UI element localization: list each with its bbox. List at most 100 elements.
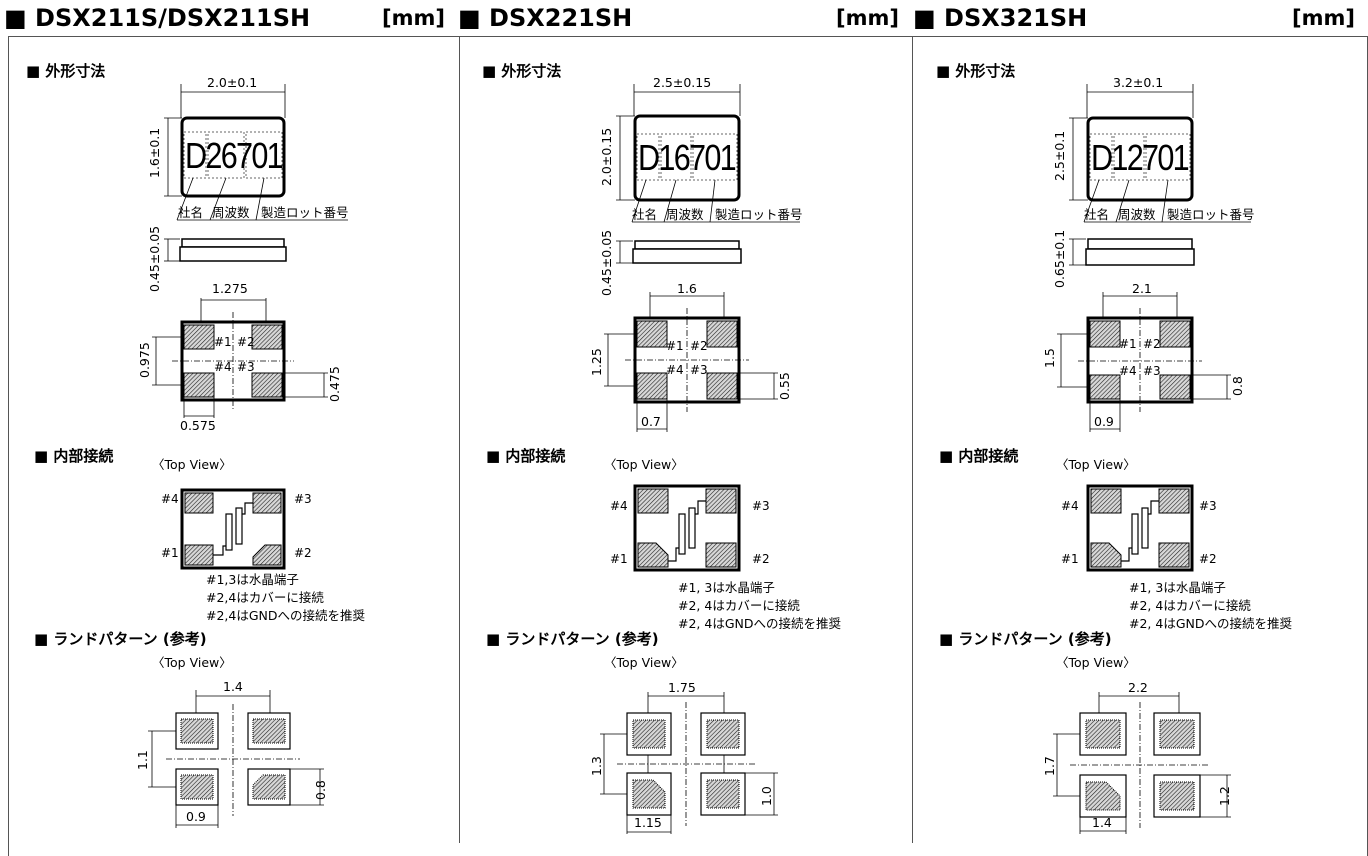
land-dim-width: 0.9 (186, 809, 206, 824)
column-divider (912, 36, 913, 843)
note-gnd: #2, 4はGNDへの接続を推奨 (678, 616, 841, 631)
pin-label-2: #2 (294, 546, 312, 560)
dim-pad-height: 0.475 (327, 366, 342, 402)
callout-lot-number: 製造ロット番号 (715, 207, 803, 222)
pin-label-3: #3 (237, 360, 255, 374)
pin-label-3: #3 (294, 492, 312, 506)
land-dim-height: 0.8 (313, 780, 328, 800)
callout-frequency: 周波数 (212, 205, 250, 220)
dim-pad-width: 0.9 (1094, 414, 1114, 429)
section-land-pattern: ■ ランドパターン (参考) (486, 630, 659, 648)
dim-thickness: 0.65±0.1 (1052, 229, 1067, 288)
marking-text: D26701 (185, 135, 284, 176)
section-land-pattern: ■ ランドパターン (参考) (939, 630, 1112, 648)
land-dim-x: 1.75 (668, 680, 696, 695)
dim-pad-width: 0.7 (641, 414, 661, 429)
product-column-dsx221sh: ■ 外形寸法 2.5±0.15 2.0±0.15 D16701 社名 周波数 製… (460, 36, 912, 843)
marking-text: D16701 (638, 137, 737, 178)
callout-lot-number: 製造ロット番号 (261, 205, 349, 220)
note-crystal: #1, 3は水晶端子 (1129, 580, 1226, 595)
land-dim-x: 2.2 (1128, 680, 1148, 695)
pin-label-2: #2 (1143, 337, 1161, 351)
product-title-2: ■ DSX221SH (458, 4, 633, 32)
top-view-label: 〈Top View〉 (152, 457, 232, 472)
note-gnd: #2,4はGNDへの接続を推奨 (206, 608, 366, 623)
pin-label-4: #4 (666, 363, 684, 377)
dim-pad-pitch-x: 1.275 (212, 281, 248, 296)
pin-label-2: #2 (690, 339, 708, 353)
dim-thickness: 0.45±0.05 (599, 229, 614, 296)
marking-text: D12701 (1091, 137, 1190, 178)
dim-pad-pitch-y: 1.25 (589, 348, 604, 376)
land-dim-height: 1.0 (759, 786, 774, 806)
top-view-label: 〈Top View〉 (152, 655, 232, 670)
land-dim-x: 1.4 (223, 679, 243, 694)
note-cover: #2,4はカバーに接続 (206, 590, 324, 605)
top-view-label: 〈Top View〉 (1056, 655, 1136, 670)
pin-label-2: #2 (237, 335, 255, 349)
section-connection: ■ 内部接続 (34, 447, 114, 465)
note-gnd: #2, 4はGNDへの接続を推奨 (1129, 616, 1292, 631)
pin-label-4: #4 (1061, 499, 1079, 513)
header-bar: ■ DSX211S/DSX211SH [mm] ■ DSX221SH [mm] … (0, 0, 1368, 36)
pin-label-2: #2 (1199, 552, 1217, 566)
product-column-dsx321sh: ■ 外形寸法 3.2±0.1 2.5±0.1 D12701 社名 周波数 製造ロ… (913, 36, 1365, 843)
dim-pad-height: 0.8 (1230, 376, 1245, 396)
dim-height: 2.5±0.1 (1052, 130, 1067, 181)
callout-frequency: 周波数 (1118, 207, 1156, 222)
pin-label-3: #3 (752, 499, 770, 513)
dim-pad-pitch-y: 0.975 (137, 342, 152, 378)
land-dim-y: 1.3 (589, 756, 604, 776)
drawing-dsx321sh (1053, 84, 1251, 834)
pin-label-4: #4 (610, 499, 628, 513)
land-dim-height: 1.2 (1217, 786, 1232, 806)
pin-label-3: #3 (1199, 499, 1217, 513)
product-title-1: ■ DSX211S/DSX211SH (4, 4, 311, 32)
dim-width: 3.2±0.1 (1113, 75, 1164, 90)
pin-label-1: #1 (214, 335, 232, 349)
callout-frequency: 周波数 (666, 207, 704, 222)
pin-label-4: #4 (214, 360, 232, 374)
product-column-dsx211s: ■ 外形寸法 2.0±0.1 1.6±0.1 D26701 社名 周波数 製造ロ… (8, 36, 460, 843)
land-dim-width: 1.15 (634, 815, 662, 830)
land-dim-width: 1.4 (1092, 815, 1112, 830)
callout-company: 社名 (1084, 207, 1110, 222)
dim-pad-width: 0.575 (180, 418, 216, 433)
drawing-dsx211s (148, 84, 348, 828)
dim-thickness: 0.45±0.05 (147, 225, 162, 292)
pin-label-1: #1 (1119, 337, 1137, 351)
dim-height: 2.0±0.15 (599, 127, 614, 186)
drawing-dsx221sh (600, 84, 800, 834)
pin-label-1: #1 (666, 339, 684, 353)
pin-label-4: #4 (161, 492, 179, 506)
top-view-label: 〈Top View〉 (604, 457, 684, 472)
section-connection: ■ 内部接続 (939, 447, 1019, 465)
dim-pad-pitch-x: 1.6 (677, 281, 697, 296)
unit-label-2: [mm] (836, 6, 899, 30)
section-outline: ■ 外形寸法 (26, 62, 106, 80)
section-connection: ■ 内部接続 (486, 447, 566, 465)
unit-label-3: [mm] (1292, 6, 1355, 30)
unit-label-1: [mm] (382, 6, 445, 30)
land-dim-y: 1.1 (135, 750, 150, 770)
land-dim-y: 1.7 (1042, 756, 1057, 776)
product-title-3: ■ DSX321SH (913, 4, 1088, 32)
pin-label-3: #3 (690, 363, 708, 377)
pin-label-2: #2 (752, 552, 770, 566)
note-crystal: #1, 3は水晶端子 (678, 580, 775, 595)
pin-label-3: #3 (1143, 364, 1161, 378)
dim-height: 1.6±0.1 (147, 127, 162, 178)
pin-label-1: #1 (161, 546, 179, 560)
dim-pad-pitch-x: 2.1 (1132, 281, 1152, 296)
section-land-pattern: ■ ランドパターン (参考) (34, 630, 207, 648)
pin-label-1: #1 (1061, 552, 1079, 566)
callout-company: 社名 (632, 207, 658, 222)
pin-label-4: #4 (1119, 364, 1137, 378)
section-outline: ■ 外形寸法 (482, 62, 562, 80)
dim-width: 2.0±0.1 (207, 75, 258, 90)
column-divider (459, 36, 460, 843)
note-crystal: #1,3は水晶端子 (206, 572, 299, 587)
callout-company: 社名 (178, 205, 204, 220)
section-outline: ■ 外形寸法 (936, 62, 1016, 80)
callout-lot-number: 製造ロット番号 (1167, 207, 1255, 222)
